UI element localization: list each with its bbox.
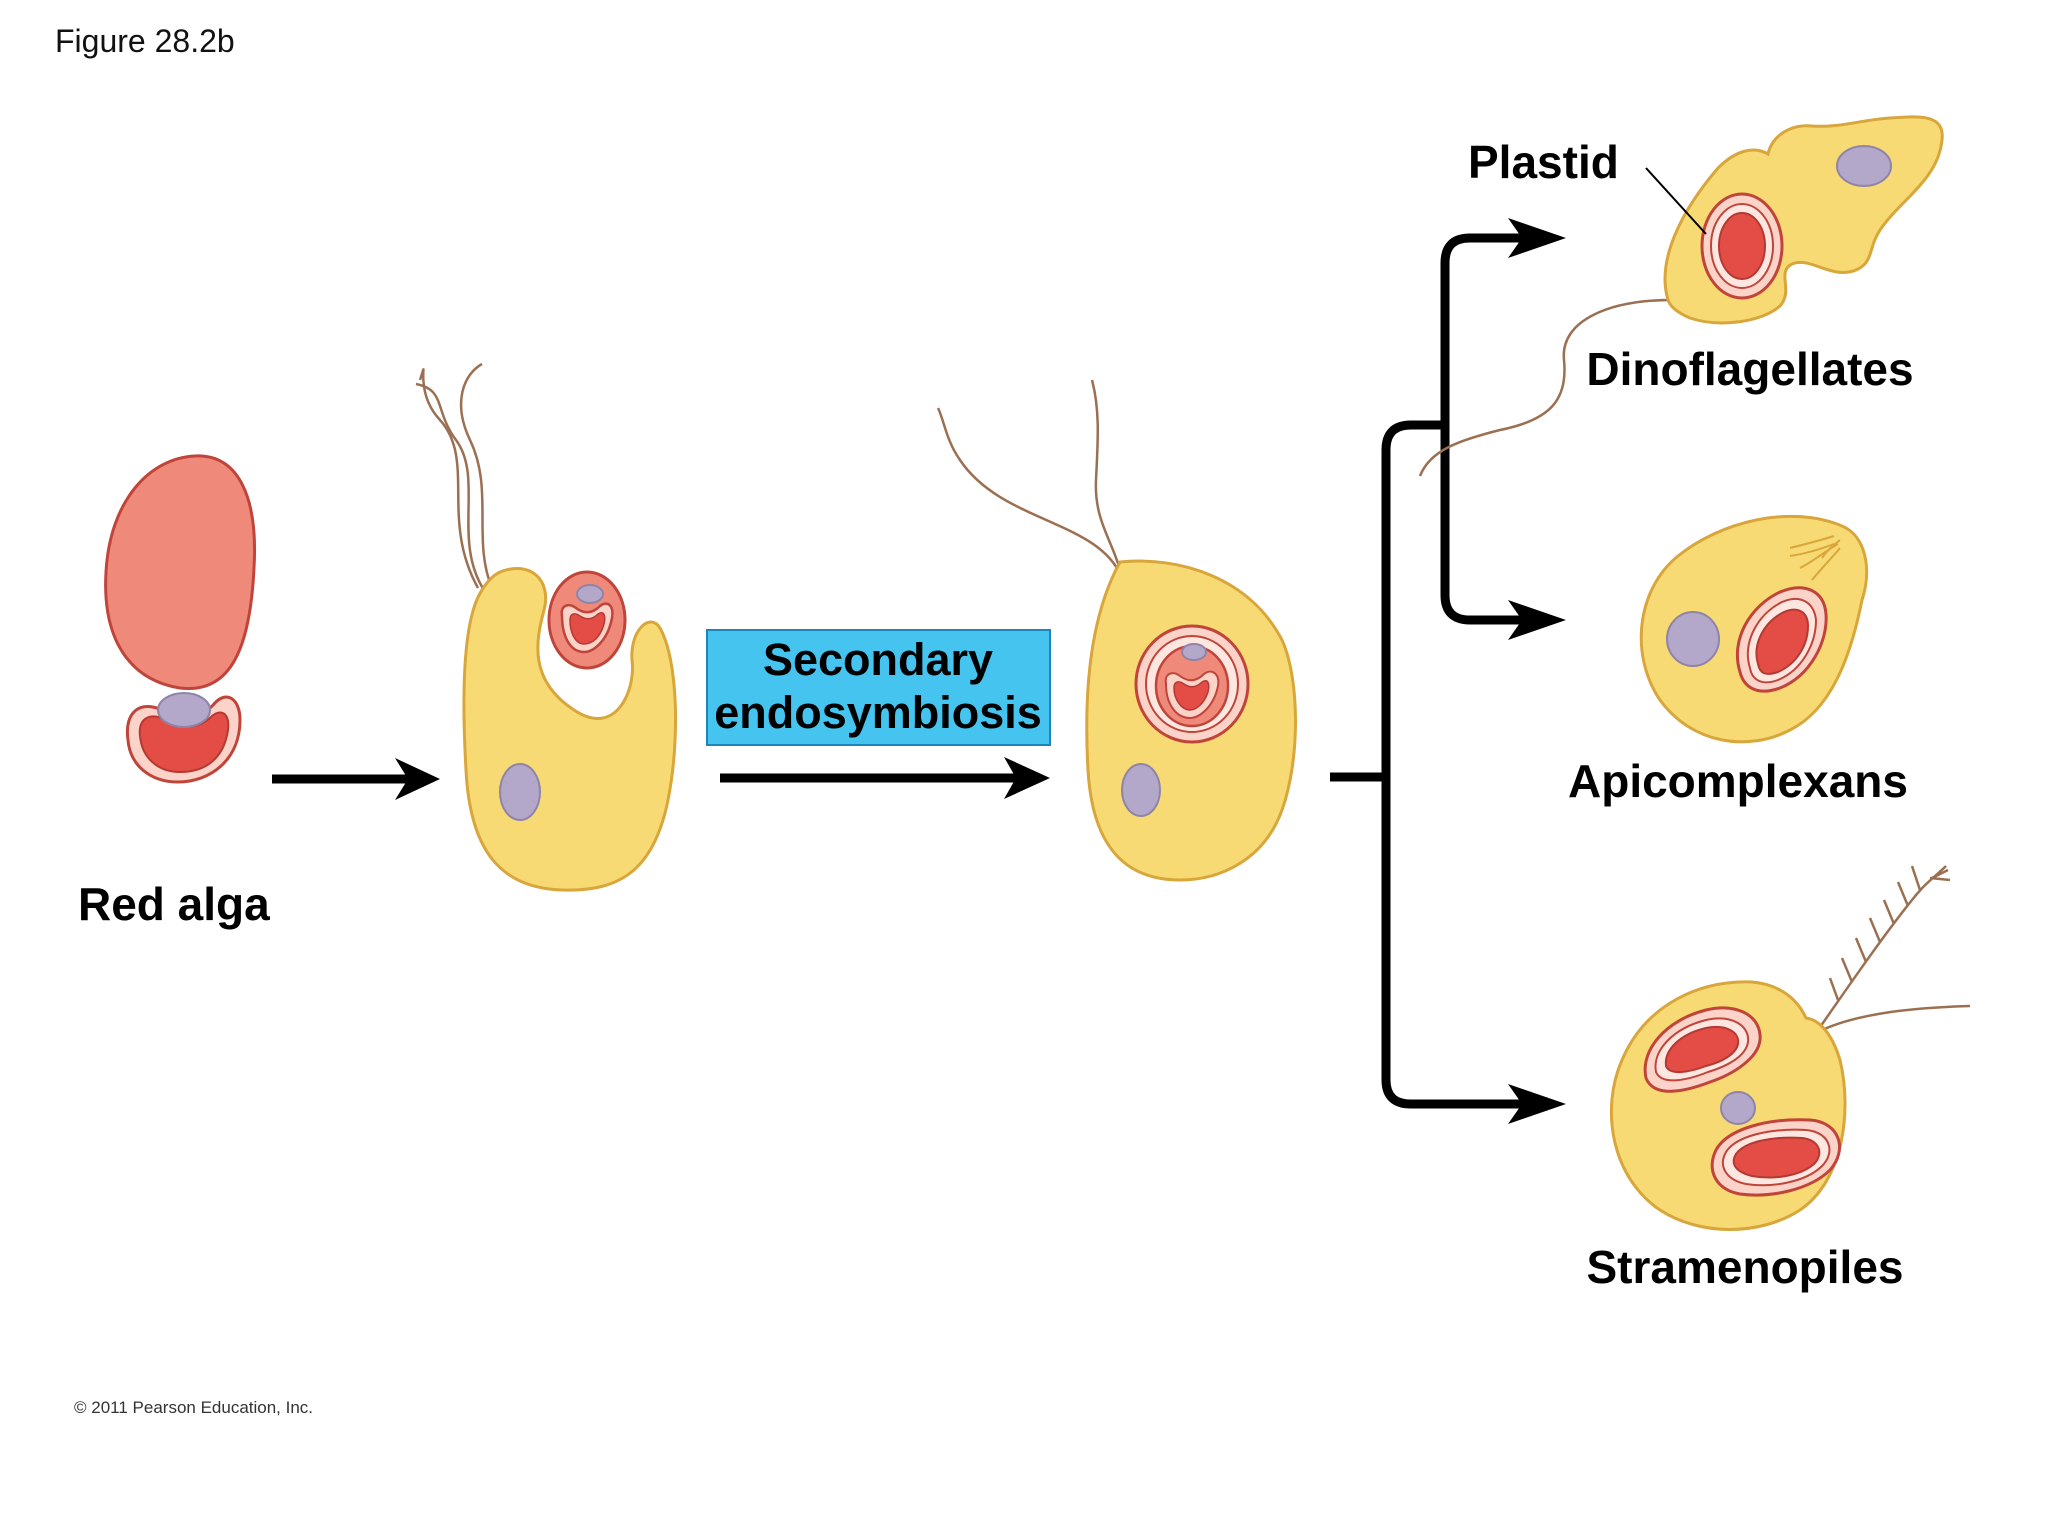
stramenopile-plastid-1: [1643, 1006, 1762, 1093]
host-flagellum-1: [418, 368, 480, 589]
process-label-line1: Secondary: [763, 634, 993, 685]
dinoflagellate-plastid: [1700, 192, 1784, 300]
apicomplexan-cell: [1639, 514, 1869, 744]
stramenopile-nucleus: [1720, 1091, 1756, 1125]
host-flagellum-3: [460, 362, 494, 589]
apicomplexans-label: Apicomplexans: [1568, 755, 1908, 807]
dinoflagellates-label: Dinoflagellates: [1586, 343, 1913, 395]
dinoflagellate-flagellum: [1418, 298, 1673, 477]
secondary-plastid: [1134, 624, 1250, 744]
apicomplexan-plastid: [1735, 586, 1828, 693]
stramenopiles-label: Stramenopiles: [1587, 1241, 1904, 1293]
resulting-flagellum-2: [1090, 379, 1122, 571]
stramenopile-cell: [1610, 865, 1971, 1231]
apical-complex: [1789, 535, 1841, 581]
process-label-line2: endosymbiosis: [714, 687, 1042, 738]
dinoflagellate-nucleus: [1836, 145, 1892, 187]
copyright-notice: © 2011 Pearson Education, Inc.: [74, 1398, 313, 1417]
resulting-flagellum-1: [936, 407, 1120, 571]
host-flagellum-2: [415, 382, 486, 591]
dinoflagellate-cell: [1418, 115, 1944, 477]
red-alga-label: Red alga: [78, 878, 270, 930]
red-alga-cell: [104, 454, 257, 784]
host-nucleus: [499, 763, 541, 821]
red-alga-plastid: [125, 695, 242, 784]
resulting-cell: [936, 379, 1297, 882]
arrowhead-stramenopiles: [1508, 1084, 1566, 1124]
resulting-nucleus: [1121, 763, 1161, 817]
red-alga-nucleus: [157, 692, 211, 728]
lineage-branches: [1330, 218, 1566, 1124]
figure-title: Figure 28.2b: [55, 23, 235, 59]
engulfing-host-cell: [415, 362, 678, 892]
stramenopile-plastid-2: [1710, 1118, 1841, 1197]
plastid-label: Plastid: [1468, 136, 1619, 188]
apicomplexan-nucleus: [1666, 611, 1720, 667]
plastid-callout: Plastid: [1468, 136, 1707, 235]
secondary-endosymbiosis-box: Secondary endosymbiosis: [706, 629, 1051, 746]
arrow-engulf: [272, 758, 440, 800]
engulfed-red-alga: [547, 570, 627, 670]
arrowhead-apicomplexans: [1508, 600, 1566, 640]
arrow-endosymbiosis: [720, 757, 1050, 799]
stramenopile-flagella: [1816, 865, 1971, 1034]
arrowhead-dinoflagellates: [1508, 218, 1566, 258]
